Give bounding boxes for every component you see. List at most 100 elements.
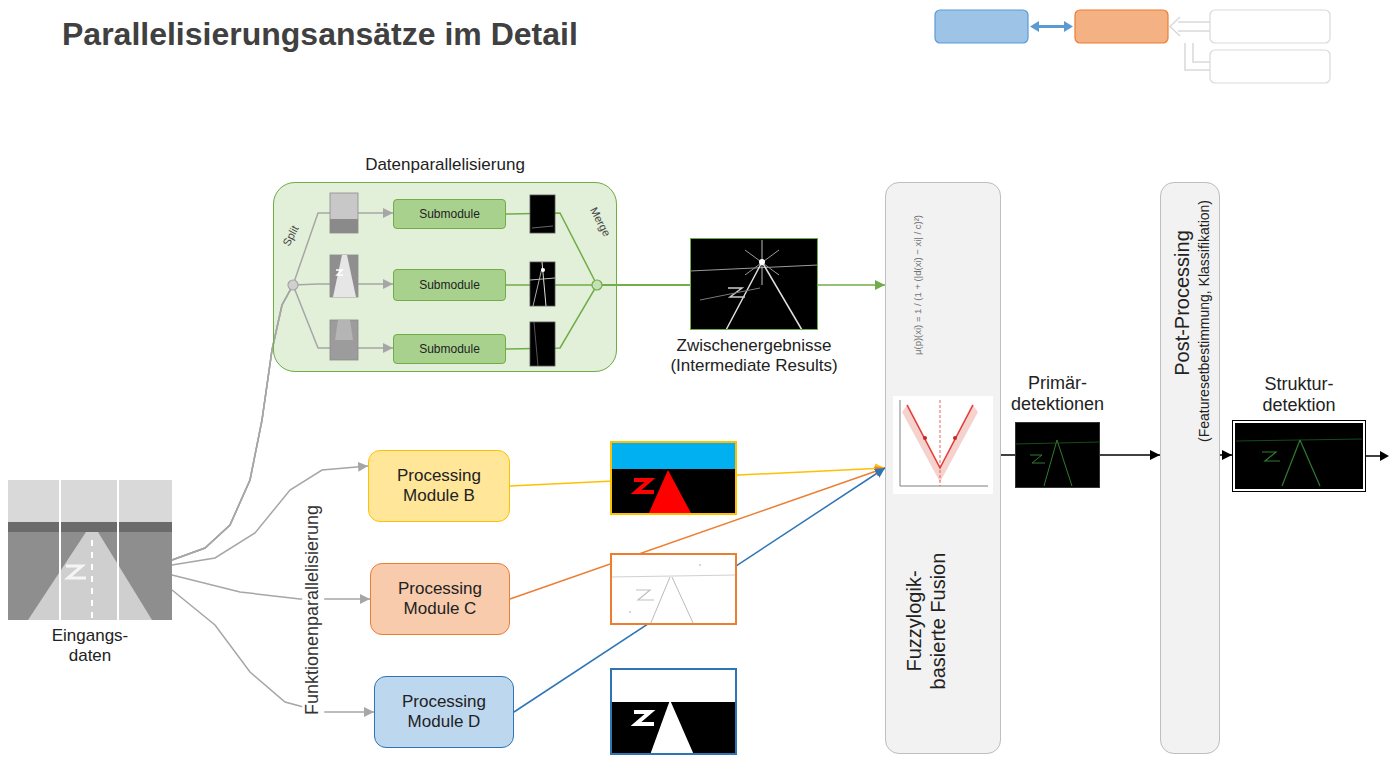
structure-detection-image <box>1236 424 1362 488</box>
node-caption: Primär- detektionen <box>1011 373 1104 416</box>
connector <box>172 575 370 599</box>
primary-detection-image <box>1015 422 1100 488</box>
slide-title: Parallelisierungsansätze im Detail <box>62 16 578 53</box>
submodule-box: Submodule <box>393 199 506 229</box>
connector <box>1220 454 1232 456</box>
membership-function-chart <box>923 436 927 440</box>
connector <box>172 213 393 560</box>
node-caption: Datenparallelisierung <box>365 155 525 175</box>
primary-detection-image <box>1044 440 1057 486</box>
intermediate-result-image <box>700 288 760 300</box>
module-c-result-image <box>610 575 737 577</box>
connector <box>172 285 393 560</box>
intermediate-result-image <box>745 250 779 275</box>
partial-result-strip <box>533 268 542 306</box>
junction-dot <box>592 280 602 290</box>
membership-function-chart <box>900 486 988 487</box>
node-caption: Struktur- detektion <box>1262 374 1335 417</box>
module-b-result-image <box>648 470 692 515</box>
partial-result-strip <box>542 262 546 306</box>
input-image <box>59 480 61 620</box>
input-image <box>8 522 172 532</box>
module-c-result-image <box>629 611 631 613</box>
connector <box>1001 454 1015 456</box>
module-b-result-image <box>610 441 737 515</box>
formula-text: μ(p)(xi) = 1 / (1 + (|d(xi) − xi| / c)²) <box>912 213 923 357</box>
module-c-result-image <box>672 577 694 625</box>
module-b-result-image <box>610 441 737 469</box>
group-fill <box>273 182 617 372</box>
node-caption: Post-Processing <box>1170 230 1194 376</box>
submodule-box: Submodule <box>393 334 506 364</box>
node-label: Processing Module D <box>381 692 507 733</box>
navigation-thumbnail <box>935 10 1330 83</box>
navigation-thumbnail <box>1030 21 1039 32</box>
node-label: Submodule <box>419 278 480 292</box>
band-fill <box>1160 182 1220 754</box>
navigation-thumbnail <box>1210 10 1330 43</box>
module-c-result-image <box>636 590 654 600</box>
partial-result-strip <box>530 278 555 280</box>
node-caption: (Featuresetbestimmung, Klassifikation) <box>1196 200 1213 442</box>
intermediate-result-image <box>762 262 802 330</box>
structure-detection-image <box>1262 452 1280 461</box>
stage-band: Fuzzylogik- basierte Fusion <box>885 182 1001 754</box>
partial-result-strip <box>530 262 555 306</box>
split-thumbnail <box>330 193 358 360</box>
output-arrow <box>1380 451 1389 461</box>
input-image <box>28 532 152 620</box>
partial-result-strip <box>532 226 553 228</box>
process-box: Processing Module B <box>368 450 510 522</box>
intermediate-result-image <box>690 238 818 330</box>
structure-detection-image <box>1236 439 1362 441</box>
navigation-thumbnail <box>1037 25 1066 28</box>
membership-function-chart <box>953 436 957 440</box>
navigation-thumbnail <box>1178 30 1210 32</box>
navigation-thumbnail <box>1178 21 1210 23</box>
group-label: Funktionenparallelisierung <box>302 503 324 717</box>
navigation-thumbnail <box>1170 17 1180 36</box>
split-thumbnail <box>333 255 356 297</box>
node-label: Submodule <box>419 342 480 356</box>
input-image-frame: Eingangs- daten <box>8 480 172 620</box>
partial-result-strip <box>534 322 538 366</box>
structure-detection-image <box>1300 440 1320 486</box>
navigation-thumbnail <box>1193 43 1210 62</box>
structure-detection-image <box>1232 420 1366 492</box>
split-thumbnail <box>330 255 358 297</box>
module-c-result-image <box>611 554 736 624</box>
node-label: Processing Module B <box>375 466 503 507</box>
intermediate-result-image <box>745 250 779 275</box>
input-image <box>8 480 172 620</box>
result-image-frame: Struktur- detektion <box>1232 420 1366 492</box>
split-thumbnail <box>336 270 343 275</box>
result-image-frame: Primär- detektionen <box>1015 422 1100 488</box>
node-caption: Eingangs- daten <box>52 626 129 667</box>
output-arrow <box>1366 455 1381 457</box>
membership-function-chart <box>893 396 993 494</box>
navigation-thumbnail <box>935 10 1028 43</box>
band-fill <box>885 182 1001 754</box>
membership-function-chart <box>940 400 941 486</box>
group-box: DatenparallelisierungSubmoduleSubmoduleS… <box>273 182 617 372</box>
module-d-result-image <box>610 668 737 702</box>
module-d-result-image <box>610 668 737 755</box>
split-thumbnail <box>335 320 353 340</box>
node-caption: Fuzzylogik- basierte Fusion <box>902 536 950 706</box>
module-d-result-image <box>650 700 694 755</box>
process-box: Processing Module C <box>370 563 510 635</box>
intermediate-result-image <box>726 262 762 330</box>
stage-band: Post-Processing(Featuresetbestimmung, Kl… <box>1160 182 1220 754</box>
input-image <box>8 480 172 620</box>
output-arrow <box>1366 451 1389 461</box>
node-caption: Zwischenergebnisse (Intermediate Results… <box>649 336 859 377</box>
module-d-result-image <box>610 668 737 755</box>
result-image-frame: Zwischenergebnisse (Intermediate Results… <box>690 238 818 330</box>
module-c-result-image <box>699 564 701 566</box>
split-thumbnail <box>330 219 358 233</box>
input-image <box>117 480 119 620</box>
primary-detection-image <box>1015 442 1100 444</box>
